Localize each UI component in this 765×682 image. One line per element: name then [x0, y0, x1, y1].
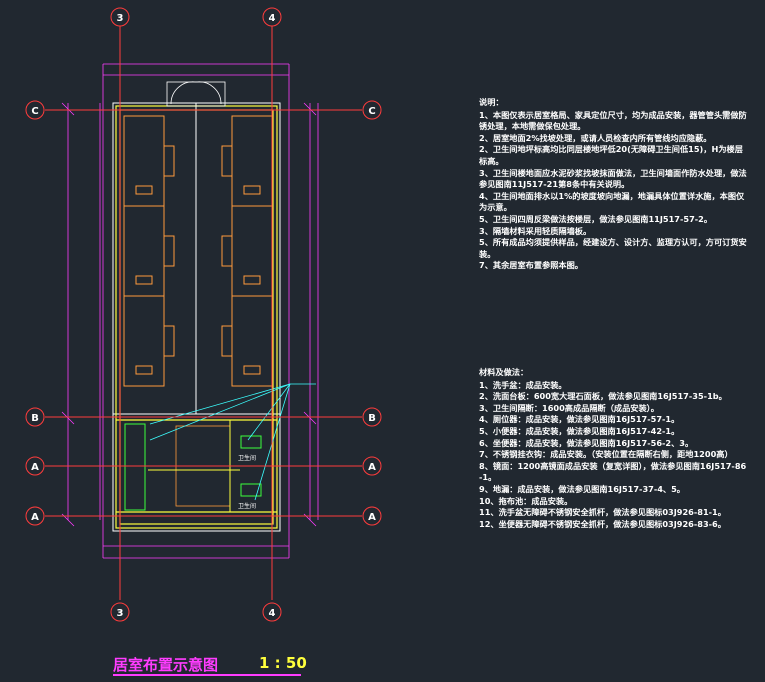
design-note-line: 4、卫生间地面排水以1%的坡度坡向地漏，地漏具体位置详水施，本图仅为示意。	[479, 190, 745, 213]
materials-note-line: 10、拖布池：成品安装。	[479, 495, 573, 506]
axis-label-b-right: B	[368, 413, 376, 424]
axis-label-a-sub-left: A	[31, 462, 39, 473]
materials-note-line: 2、洗面台板：600宽大理石面板，做法参见图南16J517-35-1b。	[479, 391, 727, 402]
axis-bubble-a-right	[362, 506, 382, 526]
axis-label-3-bottom: 3	[117, 608, 124, 619]
design-notes: 说明： 1、本图仅表示居室格局、家具定位尺寸，均为成品安装，器管管头需做防锈处理…	[479, 97, 749, 272]
design-note-line: 1、本图仅表示居室格局、家具定位尺寸，均为成品安装，器管管头需做防锈处理，本地需…	[479, 109, 747, 132]
axis-label-a-right: A	[368, 512, 376, 523]
materials-note-line: 1、洗手盆：成品安装。	[479, 379, 567, 390]
axis-bubble-a-sub-left	[25, 456, 45, 476]
materials-note-line: 11、洗手盆无障碍不锈钢安全抓杆，做法参见图标03J926-81-1。	[479, 507, 726, 518]
materials-note-line: 6、坐便器：成品安装，做法参见图南16J517-56-2、3。	[479, 437, 694, 448]
axis-bubble-3-bottom	[110, 602, 130, 622]
axis-label-c-right: C	[368, 106, 375, 117]
room-label-wc-1: 卫生间	[238, 454, 256, 462]
axis-bubble-4-top	[262, 7, 282, 27]
materials-note-line: 3、卫生间隔断：1600高成品隔断（成品安装）。	[479, 402, 659, 413]
axis-label-a-sub-right: A	[368, 462, 376, 473]
materials-note-line: 7、不锈钢挂衣钩：成品安装。（安装位置在隔断右侧，距地1200高）	[479, 449, 733, 460]
wall-outline	[112, 102, 281, 532]
design-note-line: 7、其余居室布置参照本图。	[479, 260, 583, 271]
axis-labels: 3 4 3 4 C C B B A A A A	[31, 13, 376, 619]
axis-bubble-b-left	[25, 407, 45, 427]
materials-note-line: 4、厕位器：成品安装，做法参见图南16J517-57-1。	[479, 414, 680, 425]
axis-bubble-3-top	[110, 7, 130, 27]
materials-notes: 材料及做法： 1、洗手盆：成品安装。 2、洗面台板：600宽大理石面板，做法参见…	[479, 367, 749, 530]
drawing-scale: 1 : 50	[259, 654, 307, 672]
materials-note-line: 8、镜面：1200高镜面成品安装（复宽详图），做法参见图南16J517-86-1…	[479, 460, 747, 483]
room-label-wc-2: 卫生间	[238, 502, 256, 510]
design-note-line: 3、隔墙材料采用轻质隔墙板。	[479, 225, 592, 236]
axis-bubble-a-left	[25, 506, 45, 526]
balcony-door	[166, 81, 226, 107]
design-note-line: 3、卫生间楼地面应水泥砂浆找坡抹面做法，卫生间墙面作防水处理，做法参见图南11J…	[479, 167, 747, 190]
furniture	[123, 115, 273, 387]
design-notes-heading: 说明：	[479, 97, 504, 107]
design-note-line: 2、居室地面2%找坡处理，或请人员检查内所有管线均应隐蔽。	[479, 132, 712, 143]
design-note-line: 5、所有成品均须提供样品，经建设方、设计方、监理方认可，方可订货安装。	[479, 237, 747, 259]
dimension-lines	[61, 63, 319, 559]
axis-bubble-4-bottom	[262, 602, 282, 622]
room-labels: 卫生间 卫生间	[238, 454, 256, 510]
plumbing-leaders	[149, 383, 316, 501]
design-note-line: 5、卫生间四周反梁做法按楼层，做法参见图南11J517-57-2。	[479, 213, 713, 224]
drawing-title-block: 居室布置示意图 1 : 50	[113, 654, 313, 676]
materials-note-line: 9、地漏：成品安装，做法参见图南16J517-37-4、5。	[479, 483, 685, 494]
axis-bubble-c-right	[362, 100, 382, 120]
axis-bubbles	[25, 7, 382, 622]
axis-label-3-top: 3	[117, 13, 124, 24]
materials-note-line: 5、小便器：成品安装，做法参见图南16J517-42-1。	[479, 425, 680, 436]
design-note-line: 2、卫生间地坪标高均比同层楼地坪低20(无障碍卫生间低15)，H为楼层标高。	[479, 144, 743, 166]
drawing-title: 居室布置示意图	[113, 656, 219, 674]
axis-label-4-top: 4	[269, 13, 276, 24]
materials-note-line: 12、坐便器无障碍不锈钢安全抓杆，做法参见图标03J926-83-6。	[479, 518, 726, 529]
axis-bubble-b-right	[362, 407, 382, 427]
axis-bubble-a-sub-right	[362, 456, 382, 476]
axis-label-a-left: A	[31, 512, 39, 523]
title-underline	[113, 674, 301, 676]
materials-notes-heading: 材料及做法：	[479, 367, 529, 377]
axis-label-c-left: C	[31, 106, 38, 117]
axis-label-4-bottom: 4	[269, 608, 276, 619]
axis-bubble-c-left	[25, 100, 45, 120]
axis-lines	[45, 26, 362, 600]
axis-label-b-left: B	[31, 413, 39, 424]
